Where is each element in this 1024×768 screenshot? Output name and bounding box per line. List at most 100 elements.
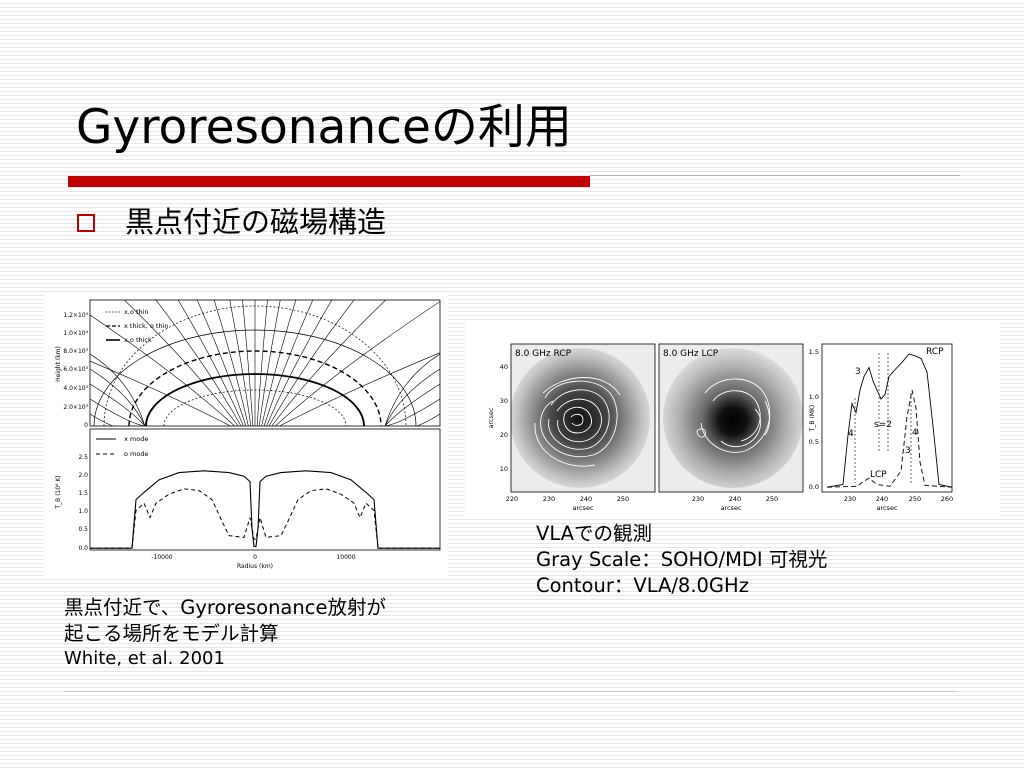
- field-lines: [90, 300, 440, 426]
- bottom-y-tick: 0.0: [78, 545, 88, 552]
- map-y-tick: 40: [500, 363, 508, 371]
- top-y-label: Height (km): [55, 346, 62, 382]
- top-y-tick: 1.0×10⁴: [63, 330, 88, 337]
- top-y-tick: 4.0×10³: [63, 385, 88, 392]
- map-y-label: arcsec: [487, 407, 495, 428]
- citation: White, et al. 2001: [64, 647, 225, 669]
- map-x-label: arcsec: [720, 504, 741, 512]
- arc-thin: [103, 305, 407, 426]
- field-line: [256, 300, 268, 426]
- map-y-ticks: 40 30 20 10: [500, 363, 508, 473]
- harmonic-label: 4: [912, 428, 918, 438]
- top-y-tick: 2.0×10³: [63, 404, 88, 411]
- title-underline-bar: [68, 176, 590, 187]
- field-line: [242, 300, 254, 426]
- field-line: [271, 300, 387, 426]
- slide-title: Gyroresonanceの利用: [76, 100, 572, 155]
- field-line: [90, 360, 231, 426]
- caption-line: VLAでの観測: [536, 522, 652, 545]
- spec-x-label: arcsec: [876, 504, 897, 512]
- spec-x-tick: 250: [909, 495, 921, 503]
- bottom-y-tick: 0.5: [78, 526, 88, 533]
- observation-caption: VLAでの観測 Gray Scale：SOHO/MDI 可視光 Contour：…: [536, 521, 827, 599]
- field-line: [155, 300, 242, 426]
- top-y-tick: 0: [84, 422, 88, 429]
- spec-y-tick: 1.5: [809, 348, 819, 356]
- rcp-map: 8.0 GHz RCP: [510, 343, 656, 493]
- field-line: [90, 314, 235, 426]
- top-plot-frame: [89, 299, 441, 427]
- legend-bottom-label-2: o mode: [124, 450, 148, 458]
- title-underline-rule: [590, 175, 960, 176]
- legend-top-label-2: x thick, o thin: [124, 322, 169, 330]
- legend-bottom-label-1: x mode: [124, 435, 148, 443]
- map-x-tick: 240: [729, 495, 741, 503]
- field-line: [384, 398, 440, 426]
- rcp-panel-label: 8.0 GHz RCP: [515, 349, 572, 359]
- brightness-profile: RCP LCP 3 4 s=2 4 3 1.5 1.0 0.5 0.0 T_B …: [809, 343, 953, 512]
- field-line: [266, 300, 333, 426]
- legend-top: x,o thin x thick, o thin x,o thick: [106, 308, 169, 344]
- model-caption: 黒点付近で、Gyroresonance放射が 起こる場所をモデル計算 White…: [64, 595, 386, 671]
- field-line: [261, 300, 297, 426]
- o-mode-curve: [90, 488, 440, 549]
- field-line: [90, 413, 145, 426]
- spec-y-tick: 0.5: [809, 438, 819, 446]
- x-tick: -10000: [151, 554, 172, 561]
- spec-x-tick: 260: [941, 495, 953, 503]
- legend-top-label-1: x,o thin: [124, 308, 149, 316]
- field-line: [229, 300, 252, 426]
- arc-xthick-othin: [128, 350, 382, 426]
- field-line: [90, 398, 146, 426]
- field-line: [279, 352, 440, 426]
- harmonic-label: 3: [905, 446, 911, 456]
- map-x-tick: 220: [506, 495, 518, 503]
- vla-figure-svg: 8.0 GHz RCP 8.0 GHz LCP 40 30 20 10 arcs…: [487, 343, 953, 512]
- x-ticks: -10000 0 10000: [151, 554, 355, 561]
- footer-rule: [64, 691, 957, 692]
- legend-bottom: x mode o mode: [96, 435, 148, 458]
- field-line: [177, 300, 244, 426]
- field-line: [263, 300, 314, 426]
- spec-x-tick: 240: [876, 495, 888, 503]
- harmonic-label: 4: [848, 429, 854, 439]
- bottom-y-tick: 2.0: [78, 472, 88, 479]
- arc-thick: [145, 373, 365, 426]
- x-tick: 0: [253, 554, 257, 561]
- field-line: [90, 368, 146, 426]
- caption-line: Gray Scale：SOHO/MDI 可視光: [536, 547, 828, 571]
- x-tick: 10000: [336, 554, 355, 561]
- bottom-y-ticks: 2.5 2.0 1.5 1.0 0.5 0.0: [78, 454, 88, 552]
- lcp-map: 8.0 GHz LCP: [658, 343, 804, 493]
- caption-line: 黒点付近で、Gyroresonance放射が: [64, 596, 386, 619]
- map-x-tick: 240: [580, 495, 592, 503]
- lcp-panel-label: 8.0 GHz LCP: [663, 349, 719, 359]
- field-line: [384, 353, 440, 426]
- map-y-tick: 30: [500, 397, 508, 405]
- model-figure-svg: x,o thin x thick, o thin x,o thick 1.2×1…: [55, 299, 441, 570]
- map-y-tick: 20: [500, 431, 508, 439]
- square-bullet-icon: [77, 214, 95, 232]
- rcp-profile-curve: [826, 353, 953, 488]
- field-line: [268, 300, 355, 426]
- field-line: [123, 300, 239, 426]
- rcp-label: RCP: [926, 347, 944, 357]
- map-x-tick: 230: [692, 495, 704, 503]
- bottom-y-tick: 2.5: [78, 454, 88, 461]
- bullet-text: 黒点付近の磁場構造: [125, 205, 387, 239]
- map-x-label: arcsec: [572, 504, 593, 512]
- bottom-y-label: T_B (10⁶ K): [55, 475, 62, 509]
- field-line: [213, 300, 249, 426]
- spec-y-tick: 0.0: [809, 483, 819, 491]
- field-line: [90, 353, 146, 426]
- x-label: Radius (km): [237, 563, 273, 570]
- caption-line: Contour：VLA/8.0GHz: [536, 573, 749, 597]
- map-y-tick: 10: [500, 465, 508, 473]
- map-x-tick: 230: [543, 495, 555, 503]
- map-x-ticks: 220 230 240 250 230 240 250: [506, 495, 778, 503]
- harmonic-label: s=2: [874, 420, 892, 430]
- arc-outer: [93, 329, 417, 426]
- top-y-ticks: 1.2×10⁴ 1.0×10⁴ 8.0×10³ 6.0×10³ 4.0×10³ …: [63, 312, 88, 429]
- model-figure: x,o thin x thick, o thin x,o thick 1.2×1…: [44, 294, 448, 576]
- top-y-tick: 6.0×10³: [63, 366, 88, 373]
